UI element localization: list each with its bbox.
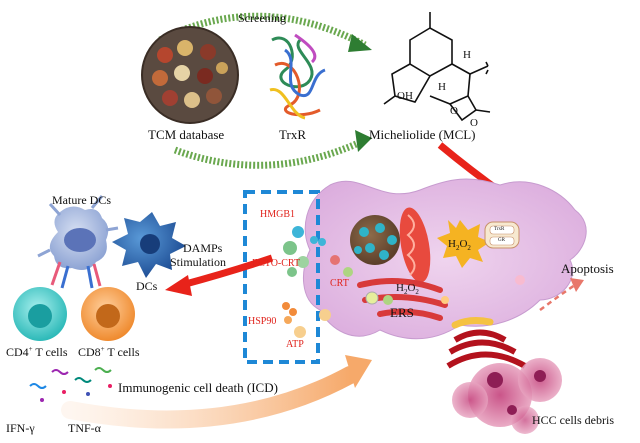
ers-label: ERS	[390, 305, 414, 320]
trxr-protein-image	[269, 33, 326, 120]
mature-dc	[37, 195, 119, 270]
cd8-t-cell	[81, 287, 135, 341]
receptor-connectors	[50, 261, 102, 289]
cd8-t-cells-text: T cells	[104, 345, 140, 359]
cytokines	[29, 367, 112, 402]
hcc-debris-label: HCC cells debris	[532, 413, 614, 427]
trxr-gr-box	[484, 221, 520, 249]
cd8-text: CD8	[78, 345, 101, 359]
h2o2-burst	[437, 220, 490, 268]
dc-nucleus	[140, 234, 160, 254]
crt-label: CRT	[330, 278, 349, 289]
icd-arrow	[61, 355, 372, 429]
hsp90-label: HSP90	[248, 316, 277, 327]
h2o2-er-h: H	[396, 282, 404, 294]
dcs-label: DCs	[136, 279, 158, 293]
ifn-gamma-label: IFN-γ	[6, 421, 35, 435]
apoptosis-arrow	[539, 278, 584, 312]
cd4-t-cell	[13, 287, 67, 341]
tcm-database-image	[141, 26, 239, 124]
tnf-alpha-label: TNF-α	[68, 421, 101, 435]
damage-arcs	[446, 329, 527, 369]
h2o2-er-o: O	[407, 282, 416, 294]
trxr-label: TrxR	[279, 127, 306, 142]
cd8-t-cells-label: CD8+ T cells	[78, 345, 140, 359]
stimulation-label: Stimulation	[170, 255, 227, 269]
icd-label: Immunogenic cell death (ICD)	[118, 380, 278, 395]
atp-label: ATP	[286, 339, 304, 350]
h2o2-er-sub2: 2	[415, 288, 419, 297]
h2o2-label-burst: H2O2	[448, 239, 471, 252]
h2o2-sub2: 2	[467, 244, 471, 253]
h2o2-label-er: H2O2	[396, 283, 419, 296]
o-ring-label: O	[450, 105, 458, 117]
cell-vesicles	[330, 255, 525, 305]
yellow-fragment	[451, 317, 494, 329]
damps-label: DAMPs	[183, 241, 223, 255]
screening-arc-bottom	[173, 130, 372, 169]
h-label-mid: H	[438, 81, 446, 93]
mature-dcs-label: Mature DCs	[52, 193, 111, 207]
h2o2-o: O	[459, 238, 468, 250]
mitochondrion	[399, 207, 431, 283]
ecto-crt-label: ECTO-CRT	[252, 258, 301, 269]
hcc-debris	[452, 358, 562, 434]
apoptosis-label: Apoptosis	[561, 261, 614, 276]
cd8-sup: +	[100, 345, 105, 353]
oh-label: OH	[397, 90, 413, 102]
screening-arc-top	[158, 12, 372, 52]
tcm-database-label: TCM database	[148, 127, 225, 142]
cd4-sup: +	[28, 345, 33, 353]
screening-label: Screening	[238, 11, 286, 25]
nucleus	[350, 215, 400, 265]
damps-box	[243, 190, 320, 364]
gr-small-label: GR	[498, 238, 505, 243]
trxr-small-label: TrxR	[494, 227, 505, 232]
damp-particles	[282, 226, 331, 338]
cd4-t-cells-text: T cells	[32, 345, 68, 359]
damps-to-dcs-arrow	[165, 254, 274, 296]
tumor-cell	[302, 178, 587, 340]
o-carbonyl-label: O	[470, 117, 478, 129]
cd4-t-cells-label: CD4+ T cells	[6, 345, 68, 359]
h2o2-er-sub1: 2	[403, 288, 408, 297]
micheliolide-label: Micheliolide (MCL)	[369, 127, 476, 142]
cd4-text: CD4	[6, 345, 29, 359]
hmgb1-label: HMGB1	[260, 209, 296, 220]
h-label-top: H	[463, 49, 471, 61]
h2o2-sub1: 2	[455, 244, 460, 253]
micheliolide-structure	[383, 12, 491, 122]
h2o2-h: H	[448, 238, 456, 250]
